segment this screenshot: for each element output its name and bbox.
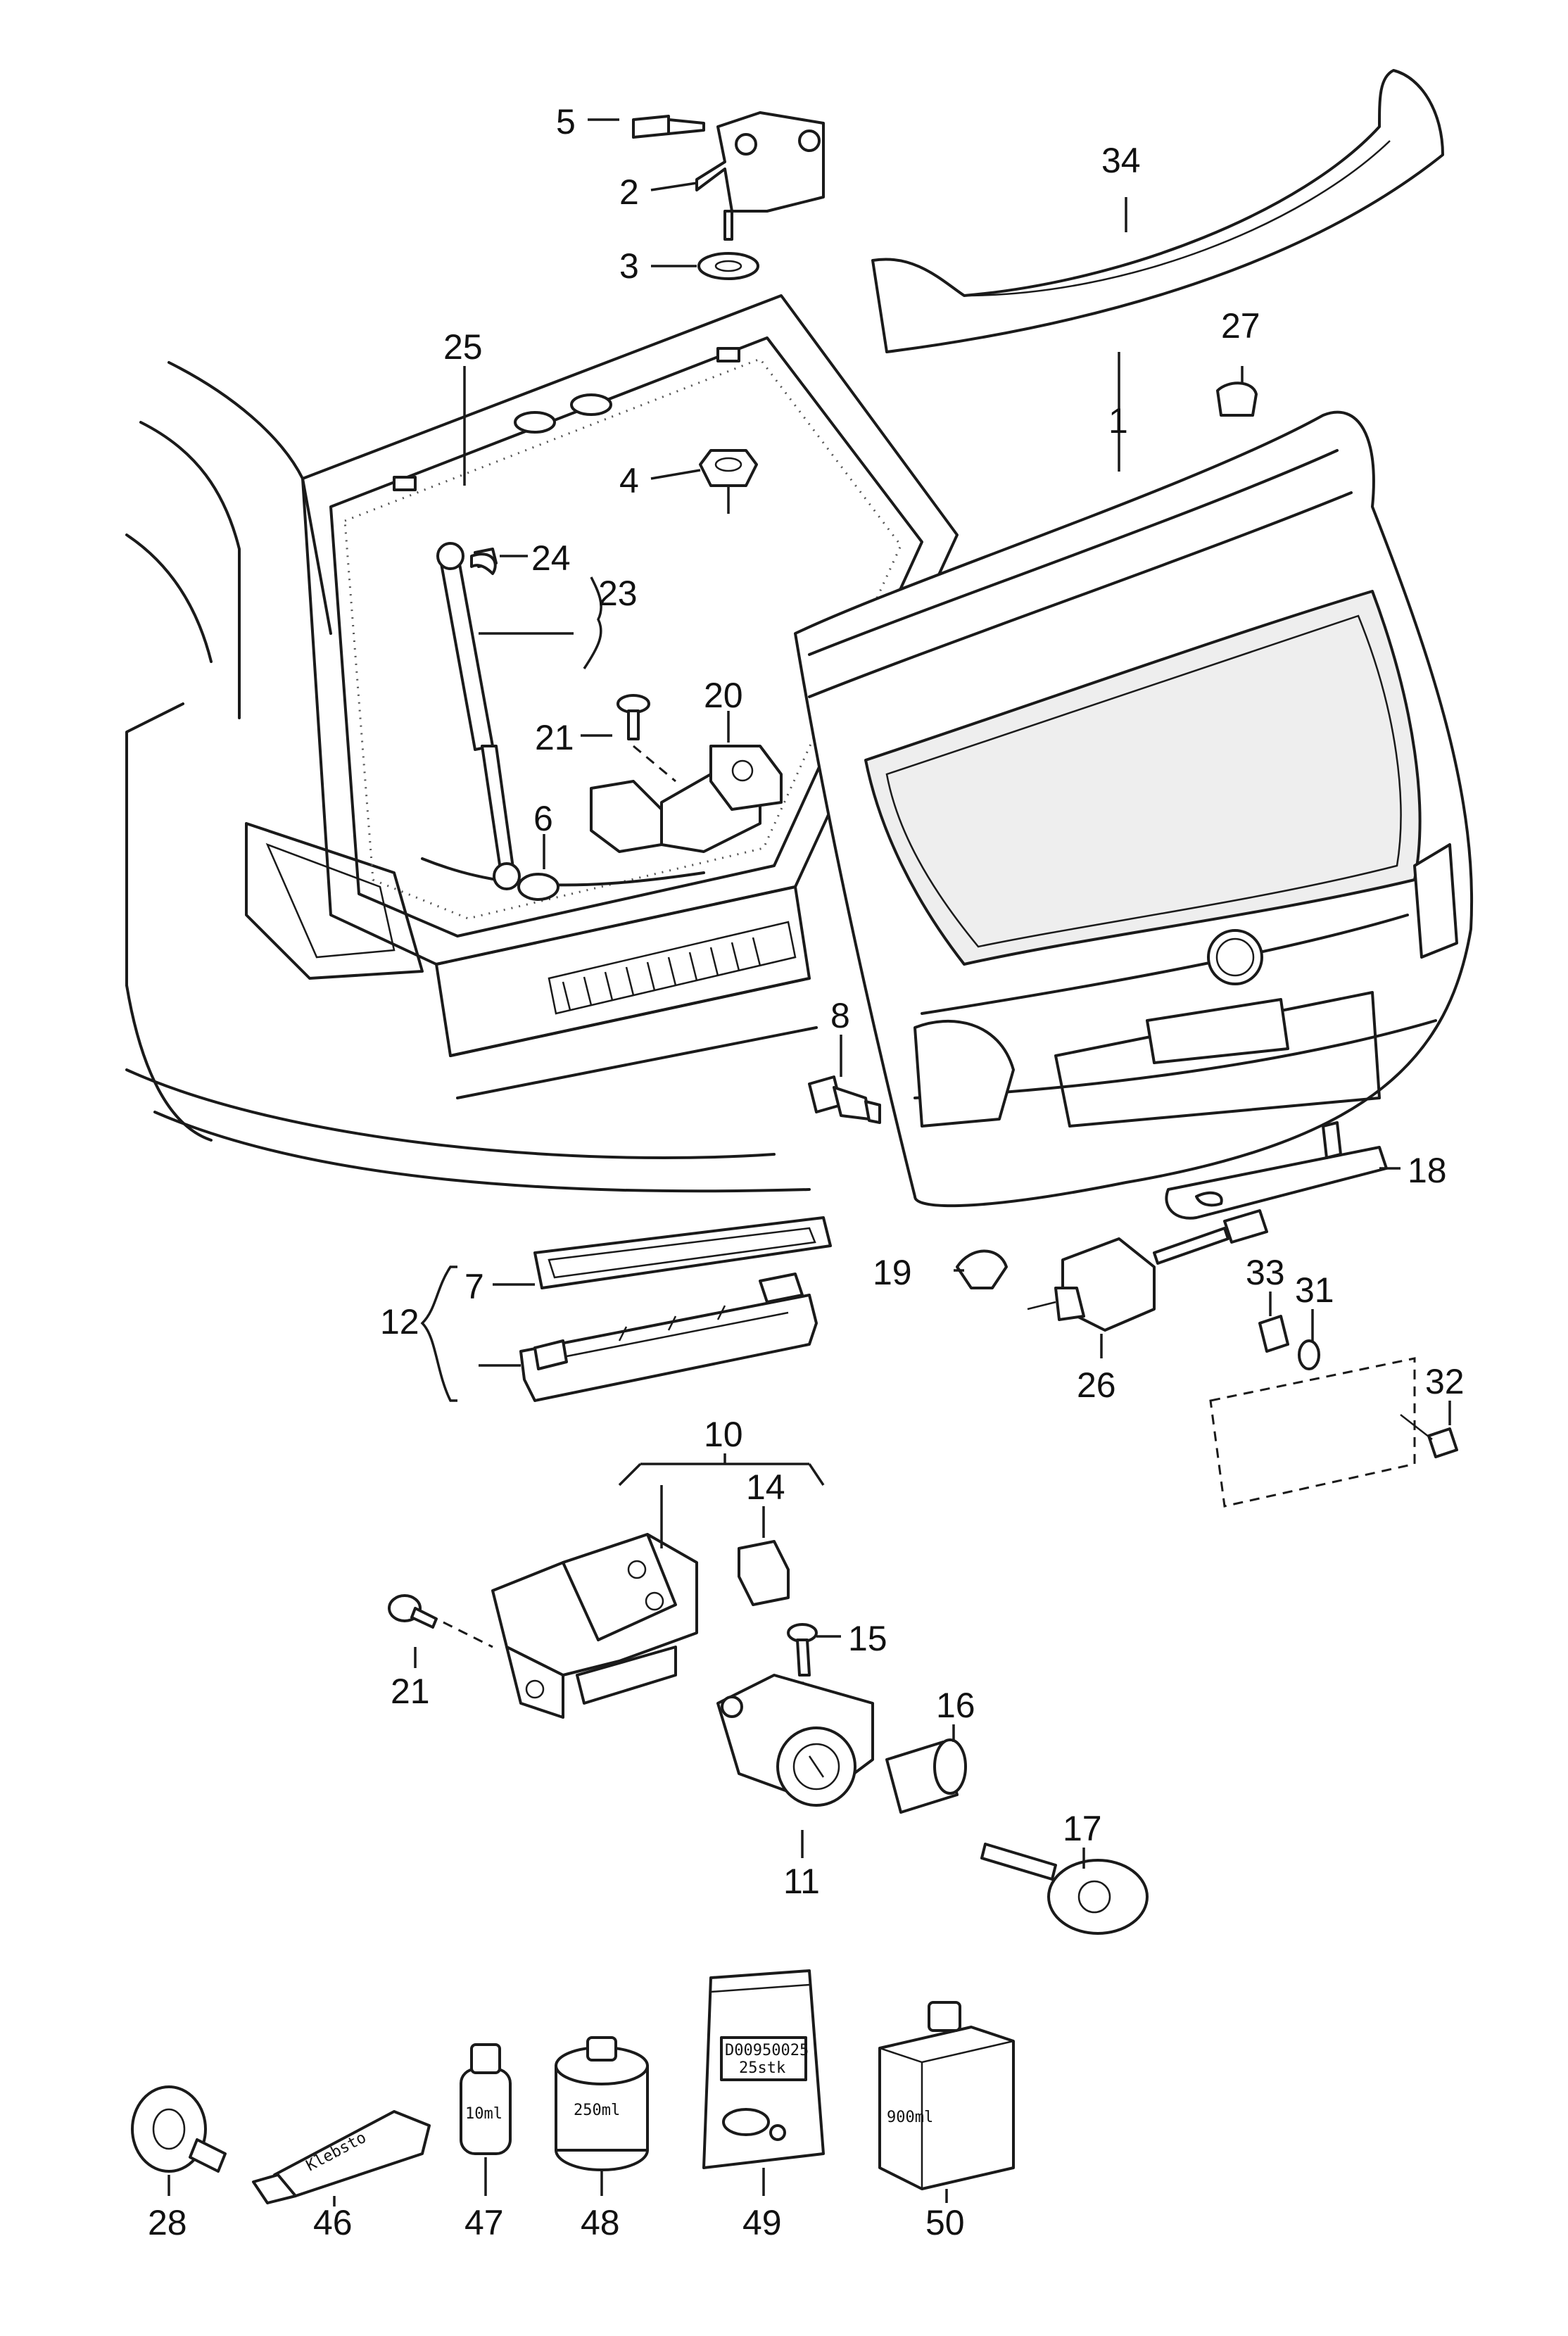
micro-switch xyxy=(738,1540,790,1606)
callout-19: 19 xyxy=(873,1253,912,1292)
spoiler-cap xyxy=(1216,381,1258,417)
retaining-clip xyxy=(470,553,497,575)
callout-4: 4 xyxy=(619,461,639,500)
licence-plate-light xyxy=(519,1216,832,1402)
callout-18: 18 xyxy=(1408,1151,1447,1190)
callout-25: 25 xyxy=(443,327,483,367)
callout-23: 23 xyxy=(598,574,638,613)
callout-labels: 5 2 3 25 4 24 23 20 21 6 34 27 1 8 18 19… xyxy=(148,102,1465,2242)
parts-bag: D00950025 25stk xyxy=(702,1969,825,2169)
plate-screw xyxy=(1400,1414,1458,1458)
screw-upper xyxy=(617,694,676,783)
lock-screw xyxy=(787,1623,832,1712)
plate-washer xyxy=(1298,1339,1320,1370)
callout-27: 27 xyxy=(1221,306,1260,346)
callout-21-lower: 21 xyxy=(391,1672,430,1711)
can-label: 250ml xyxy=(574,2102,620,2119)
callout-20: 20 xyxy=(704,676,743,715)
washer xyxy=(697,252,759,280)
callout-11: 11 xyxy=(783,1862,820,1901)
callout-31: 31 xyxy=(1295,1270,1334,1310)
bottle-label: 10ml xyxy=(465,2105,502,2123)
callout-5: 5 xyxy=(556,102,576,141)
callout-34: 34 xyxy=(1101,141,1141,180)
callout-28: 28 xyxy=(148,2203,187,2242)
callout-8: 8 xyxy=(830,996,850,1035)
lock-housing xyxy=(716,1674,874,1807)
cover-cap xyxy=(956,1249,1008,1289)
tailgate-lock xyxy=(491,1533,698,1719)
small-bottle: 10ml xyxy=(460,2043,512,2155)
callout-21-upper: 21 xyxy=(535,718,574,757)
gas-strut xyxy=(436,542,521,890)
bag-label-line2: 25stk xyxy=(739,2059,785,2077)
hinge-part xyxy=(632,111,825,241)
hinge-nut xyxy=(699,449,758,514)
canister-label: 900ml xyxy=(887,2109,933,2126)
callout-7: 7 xyxy=(464,1267,484,1306)
screw-lower xyxy=(388,1594,493,1648)
grommet xyxy=(517,873,559,901)
callout-46: 46 xyxy=(313,2203,353,2242)
licence-plate-outline xyxy=(1209,1357,1416,1508)
callout-3: 3 xyxy=(619,246,639,286)
rubber-buffer xyxy=(808,1075,881,1124)
ignition-key xyxy=(980,1843,1149,1935)
callout-10: 10 xyxy=(704,1415,743,1454)
callout-2: 2 xyxy=(619,172,639,212)
bag-label-line1: D00950025 xyxy=(725,2042,809,2059)
striker-assembly xyxy=(590,745,783,853)
callout-32: 32 xyxy=(1425,1362,1465,1401)
canister: 900ml xyxy=(878,2001,1015,2190)
rear-spoiler xyxy=(871,69,1444,353)
can: 250ml xyxy=(555,2036,649,2171)
leader-lines xyxy=(167,118,1451,2206)
sill-ribs xyxy=(562,937,761,1011)
release-switch xyxy=(1027,1209,1268,1332)
expansion-nut xyxy=(1258,1315,1289,1353)
vehicle-rear-body xyxy=(125,294,959,1193)
callout-26: 26 xyxy=(1077,1365,1116,1405)
callout-1: 1 xyxy=(1108,401,1128,441)
callout-14: 14 xyxy=(746,1467,785,1507)
callout-50: 50 xyxy=(925,2203,965,2242)
callout-48: 48 xyxy=(581,2203,620,2242)
adhesive-tube: Klebsto xyxy=(252,2110,431,2204)
callout-24: 24 xyxy=(531,538,571,578)
tailgate-handle xyxy=(1165,1121,1388,1220)
tailgate-panel xyxy=(794,410,1474,1208)
callout-16: 16 xyxy=(936,1686,975,1725)
callout-49: 49 xyxy=(742,2203,782,2242)
callout-47: 47 xyxy=(464,2203,504,2242)
lock-cylinder xyxy=(885,1738,967,1814)
light-ribs xyxy=(618,1305,726,1341)
tape-roll xyxy=(131,2085,227,2173)
callout-33: 33 xyxy=(1246,1253,1285,1292)
callout-15: 15 xyxy=(848,1619,887,1658)
callout-17: 17 xyxy=(1063,1809,1102,1848)
callout-12: 12 xyxy=(380,1302,419,1341)
callout-6: 6 xyxy=(533,799,553,838)
